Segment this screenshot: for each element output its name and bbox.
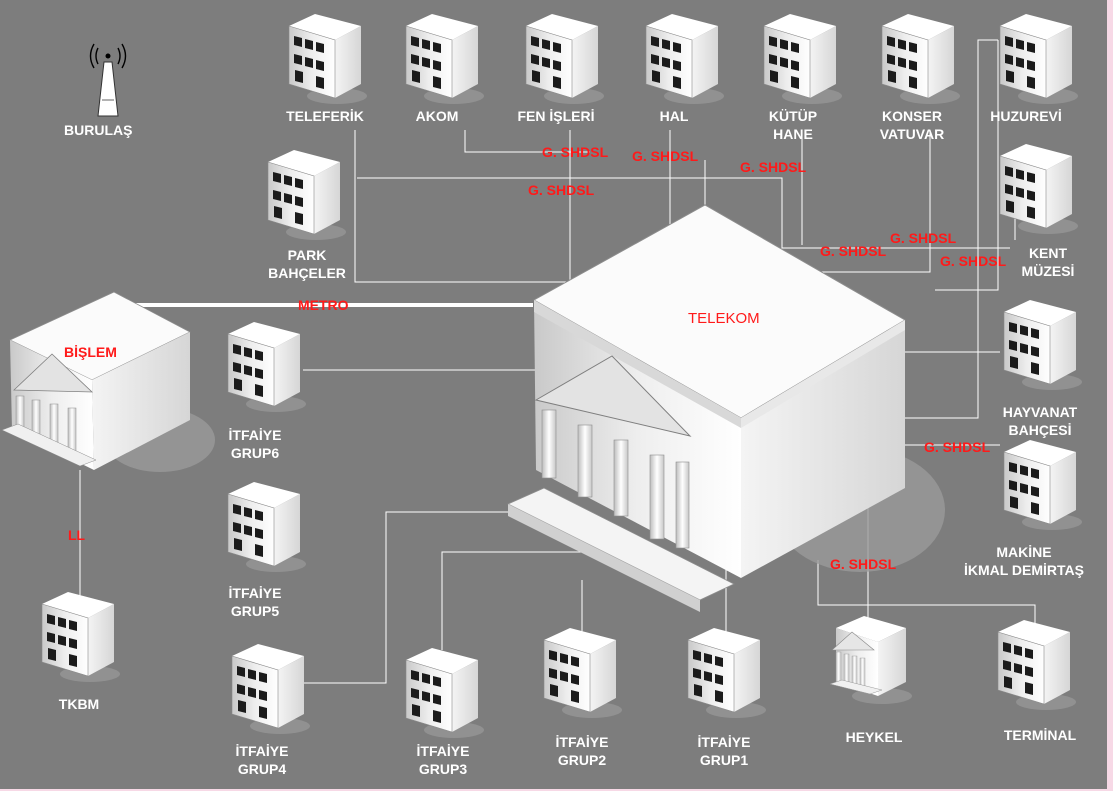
building-kent-muzesi: KENT MÜZESİ xyxy=(999,143,1079,279)
building-label: GRUP4 xyxy=(238,761,286,777)
building-label: TERMİNAL xyxy=(1004,727,1077,743)
building-heykel: HEYKEL xyxy=(829,615,913,745)
building-label: GRUP6 xyxy=(231,445,279,461)
building-itfaiye-grup6: İTFAİYE GRUP6 xyxy=(227,321,307,461)
building-label: BAHÇELER xyxy=(268,265,346,281)
building-label: İTFAİYE xyxy=(698,734,751,750)
building-label: İTFAİYE xyxy=(236,743,289,759)
shdsl-link-label: G. SHDSL xyxy=(820,243,887,259)
building-terminal: TERMİNAL xyxy=(997,619,1077,743)
building-label: HANE xyxy=(773,126,813,142)
office-buildings: TELEFERİK AKOM FEN İŞLERİ HAL KÜTÜP HANE KONSE… xyxy=(41,13,1084,777)
building-huzurevi: HUZUREVİ xyxy=(990,13,1079,124)
building-itfaiye-grup1: İTFAİYE GRUP1 xyxy=(687,627,767,768)
shdsl-link-label: G. SHDSL xyxy=(528,182,595,198)
building-label: İTFAİYE xyxy=(556,734,609,750)
building-label: TKBM xyxy=(59,696,99,712)
building-label: KENT xyxy=(1029,245,1068,261)
shdsl-link-label: G. SHDSL xyxy=(632,148,699,164)
building-makine-ikmal: MAKİNE İKMAL DEMİRTAŞ xyxy=(964,439,1084,578)
building-label: TELEFERİK xyxy=(286,108,364,124)
shdsl-link-label: G. SHDSL xyxy=(940,253,1007,269)
shdsl-link-label: G. SHDSL xyxy=(890,230,957,246)
building-itfaiye-grup3: İTFAİYE GRUP3 xyxy=(405,647,485,777)
building-label: İTFAİYE xyxy=(229,427,282,443)
building-hayvanat-bahcesi: HAYVANAT BAHÇESİ xyxy=(1003,299,1083,438)
building-itfaiye-grup2: İTFAİYE GRUP2 xyxy=(543,627,623,768)
shdsl-link-label: G. SHDSL xyxy=(740,159,807,175)
building-itfaiye-grup5: İTFAİYE GRUP5 xyxy=(227,481,307,619)
building-label: İKMAL DEMİRTAŞ xyxy=(964,562,1084,578)
shdsl-link-label: G. SHDSL xyxy=(542,144,609,160)
building-label: MAKİNE xyxy=(996,544,1051,560)
bislem-label: BİŞLEM xyxy=(64,344,117,360)
building-label: PARK xyxy=(288,247,327,263)
building-konservatuvar: KONSER VATUVAR xyxy=(880,13,961,142)
building-label: VATUVAR xyxy=(880,126,945,142)
building-itfaiye-grup4: İTFAİYE GRUP4 xyxy=(231,643,311,777)
building-tkbm: TKBM xyxy=(41,591,121,712)
building-teleferik: TELEFERİK xyxy=(286,13,368,124)
building-label: AKOM xyxy=(416,108,459,124)
building-label: İTFAİYE xyxy=(417,743,470,759)
metro-label: METRO xyxy=(298,297,349,313)
building-label: İTFAİYE xyxy=(229,585,282,601)
building-label: KONSER xyxy=(882,108,942,124)
building-label: GRUP1 xyxy=(700,752,748,768)
shdsl-link-label: G. SHDSL xyxy=(830,556,897,572)
building-label: MÜZESİ xyxy=(1022,263,1075,279)
shdsl-link-label: G. SHDSL xyxy=(924,439,991,455)
building-hal: HAL xyxy=(645,13,725,124)
building-label: GRUP5 xyxy=(231,603,279,619)
building-label: HAL xyxy=(660,108,689,124)
bislem-building: BİŞLEM xyxy=(1,291,215,472)
building-label: FEN İŞLERİ xyxy=(517,108,594,124)
building-label: HAYVANAT xyxy=(1003,404,1078,420)
burulas-label: BURULAŞ xyxy=(64,122,132,138)
telekom-building: TELEKOM xyxy=(507,204,945,612)
telekom-label: TELEKOM xyxy=(688,310,760,327)
building-label: BAHÇESİ xyxy=(1008,422,1071,438)
building-label: HUZUREVİ xyxy=(990,108,1062,124)
building-park-bahceler: PARK BAHÇELER xyxy=(267,149,347,281)
building-label: GRUP3 xyxy=(419,761,467,777)
building-label: GRUP2 xyxy=(558,752,606,768)
building-kutuphane: KÜTÜP HANE xyxy=(763,13,843,142)
building-label: HEYKEL xyxy=(846,729,903,745)
antenna-icon xyxy=(89,43,127,117)
building-fen-isleri: FEN İŞLERİ xyxy=(517,13,605,124)
building-label: KÜTÜP xyxy=(769,108,817,124)
ll-label: LL xyxy=(68,527,86,543)
shdsl-labels: G. SHDSL G. SHDSL G. SHDSL G. SHDSL G. S… xyxy=(528,144,1007,572)
building-akom: AKOM xyxy=(405,13,485,124)
